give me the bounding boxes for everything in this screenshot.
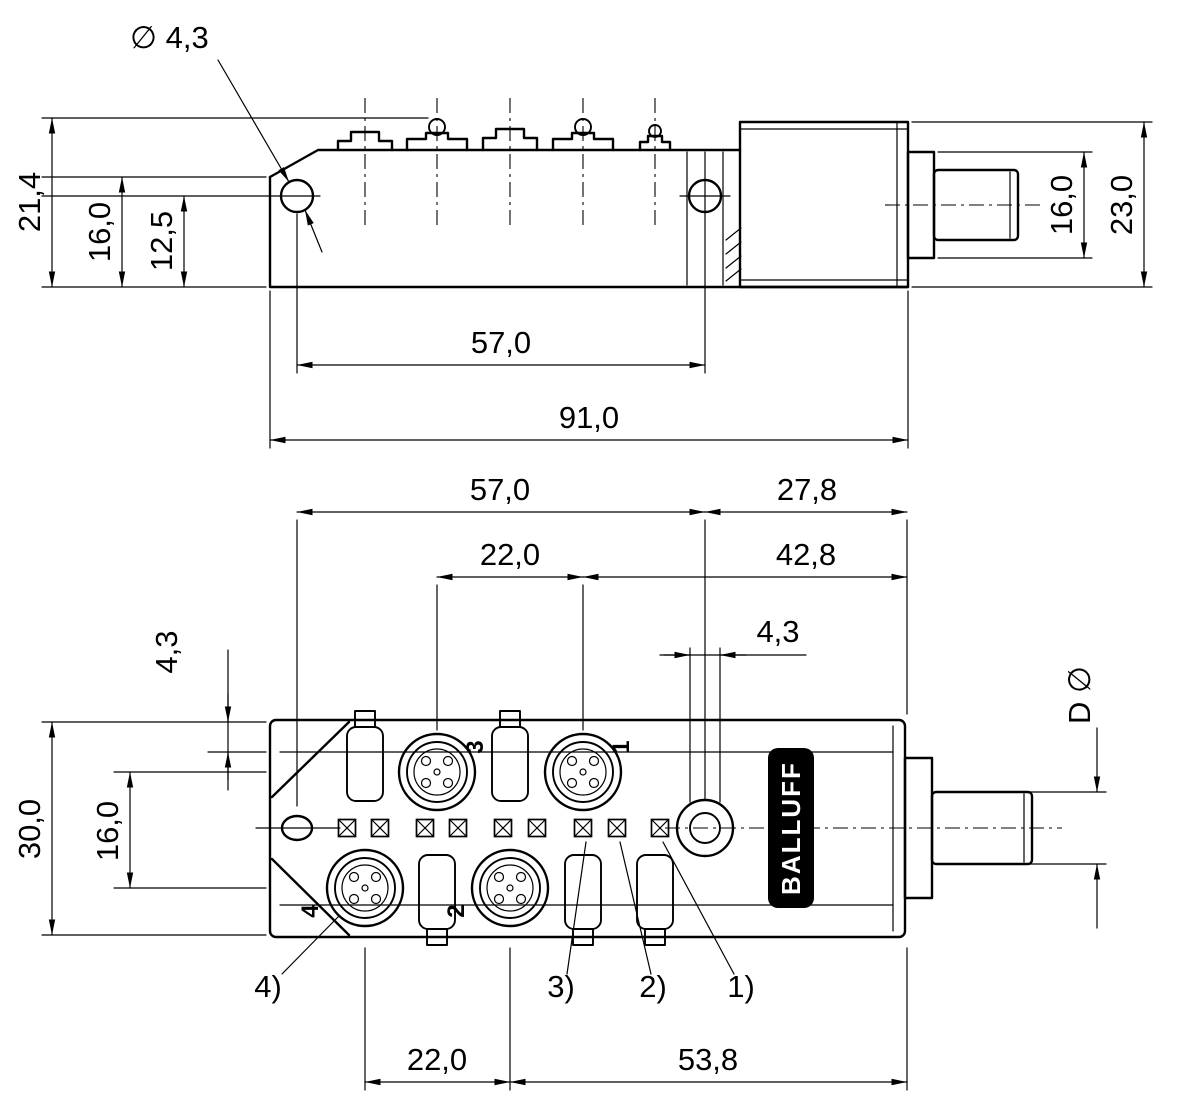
dim-text-mount-hole-dia: 4,3 (756, 614, 799, 649)
connector-profile (551, 131, 615, 152)
mount-hole-right-boss (675, 798, 735, 858)
side-view-centerlines (364, 98, 1040, 226)
dim-text-port-to-end: 42,8 (776, 537, 836, 572)
end-block (738, 120, 910, 289)
brand-logo: BALLUFF (768, 748, 814, 908)
callouts: 4) 3) 2) 1) (254, 841, 755, 1004)
dim-plan-port-to-end: 42,8 (582, 537, 908, 581)
blind-plug-profile (638, 134, 672, 152)
mount-hole-right-bore (689, 812, 721, 844)
blind-plug (636, 854, 674, 946)
cable-plan (930, 790, 1034, 866)
status-led (493, 818, 513, 838)
dim-text-port-spacing-bottom: 22,0 (407, 1042, 467, 1077)
plan-body (255, 718, 1034, 939)
chamfer-bottom (270, 857, 351, 937)
dim-plan-port-spacing-bottom: 22,0 (364, 947, 908, 1091)
dim-text-hole-spacing-plan: 57,0 (470, 472, 530, 507)
status-leds (337, 818, 670, 838)
dim-text-edge-offset: 4,3 (149, 630, 184, 673)
port-4-connector (325, 848, 405, 928)
dim-text-overall-length: 91,0 (559, 400, 619, 435)
callout-2: 2) (639, 969, 667, 1004)
callout-1: 1) (727, 969, 755, 1004)
blind-plug (418, 854, 456, 946)
blind-plug-profile (336, 130, 394, 152)
logo-text: BALLUFF (776, 761, 806, 895)
blind-plug (491, 710, 529, 802)
dim-text-overall-width: 30,0 (12, 799, 47, 859)
dim-plan-hole-to-end: 27,8 (704, 472, 908, 516)
hatching (725, 227, 742, 282)
dim-plan-mount-hole-dia: 4,3 (659, 614, 807, 803)
status-led (527, 818, 547, 838)
dim-side-hole-spacing: 57,0 (296, 213, 706, 374)
callout-4: 4) (254, 969, 282, 1004)
port-1-label: 1 (608, 740, 635, 753)
dim-side-hole-center-height: 12,5 (41, 195, 321, 288)
dim-side-end-block-height: 23,0 (911, 121, 1153, 288)
port-2-label: 2 (443, 904, 470, 917)
side-view-outline (268, 118, 1020, 374)
dim-side-body-height: 16,0 (41, 176, 267, 288)
callout-hole-diameter: ∅ 4,3 (130, 20, 323, 253)
dim-plan-port-spacing-top: 22,0 (436, 537, 584, 731)
connector-dome (574, 118, 592, 136)
dim-side-connector-height: 16,0 (937, 151, 1093, 259)
blind-plug (346, 710, 384, 802)
dim-plan-port-to-end-bottom: 53,8 (509, 1042, 908, 1086)
dim-text-body-height: 16,0 (82, 202, 117, 262)
status-led (337, 818, 357, 838)
dim-plan-overall-width: 30,0 (12, 721, 267, 936)
dim-text-port-to-end-bottom: 53,8 (678, 1042, 738, 1077)
status-led (415, 818, 435, 838)
dim-text-port-spacing-top: 22,0 (480, 537, 540, 572)
connector-dome (428, 118, 446, 136)
hole-dia-label: ∅ 4,3 (130, 20, 209, 55)
status-led (370, 818, 390, 838)
status-led (573, 818, 593, 838)
chamfer-top (270, 720, 351, 799)
cable (932, 168, 1020, 242)
dim-plan-port-row-spacing: 16,0 (90, 771, 267, 889)
dim-text-hole-to-end: 27,8 (777, 472, 837, 507)
callout-3: 3) (547, 969, 575, 1004)
status-led (607, 818, 627, 838)
dim-text-end-block-height: 23,0 (1104, 175, 1139, 235)
connector-profile (405, 131, 469, 152)
dim-plan-hole-spacing: 57,0 (296, 472, 908, 807)
connector-dome (648, 124, 662, 138)
dim-text-port-row-spacing: 16,0 (90, 801, 125, 861)
plan-view: 57,0 27,8 22,0 42,8 4,3 30,0 16,0 (12, 472, 1107, 1091)
blind-plug-profile (481, 127, 539, 152)
dim-text-overall-height: 21,4 (12, 172, 47, 232)
port-2-connector (470, 848, 550, 928)
logo-plate (768, 748, 814, 908)
status-led (448, 818, 468, 838)
cable-dia-label: D ∅ (1062, 666, 1097, 724)
plan-ports: 3 1 4 2 (297, 710, 674, 946)
port-3-label: 3 (462, 740, 489, 753)
dim-side-overall-height: 21,4 (12, 117, 429, 288)
dim-plan-edge-offset: 4,3 (149, 630, 267, 791)
dim-side-overall-length: 91,0 (269, 290, 909, 449)
blind-plug (564, 854, 602, 946)
dim-text-connector-height: 16,0 (1044, 175, 1079, 235)
dim-text-hole-spacing-side: 57,0 (471, 325, 531, 360)
dim-plan-cable-diameter: D ∅ (1023, 666, 1107, 929)
dim-text-hole-center-height: 12,5 (144, 211, 179, 271)
port-4-label: 4 (297, 904, 324, 918)
side-view: ∅ 4,3 21,4 16,0 12,5 57,0 91,0 16,0 (12, 20, 1153, 449)
